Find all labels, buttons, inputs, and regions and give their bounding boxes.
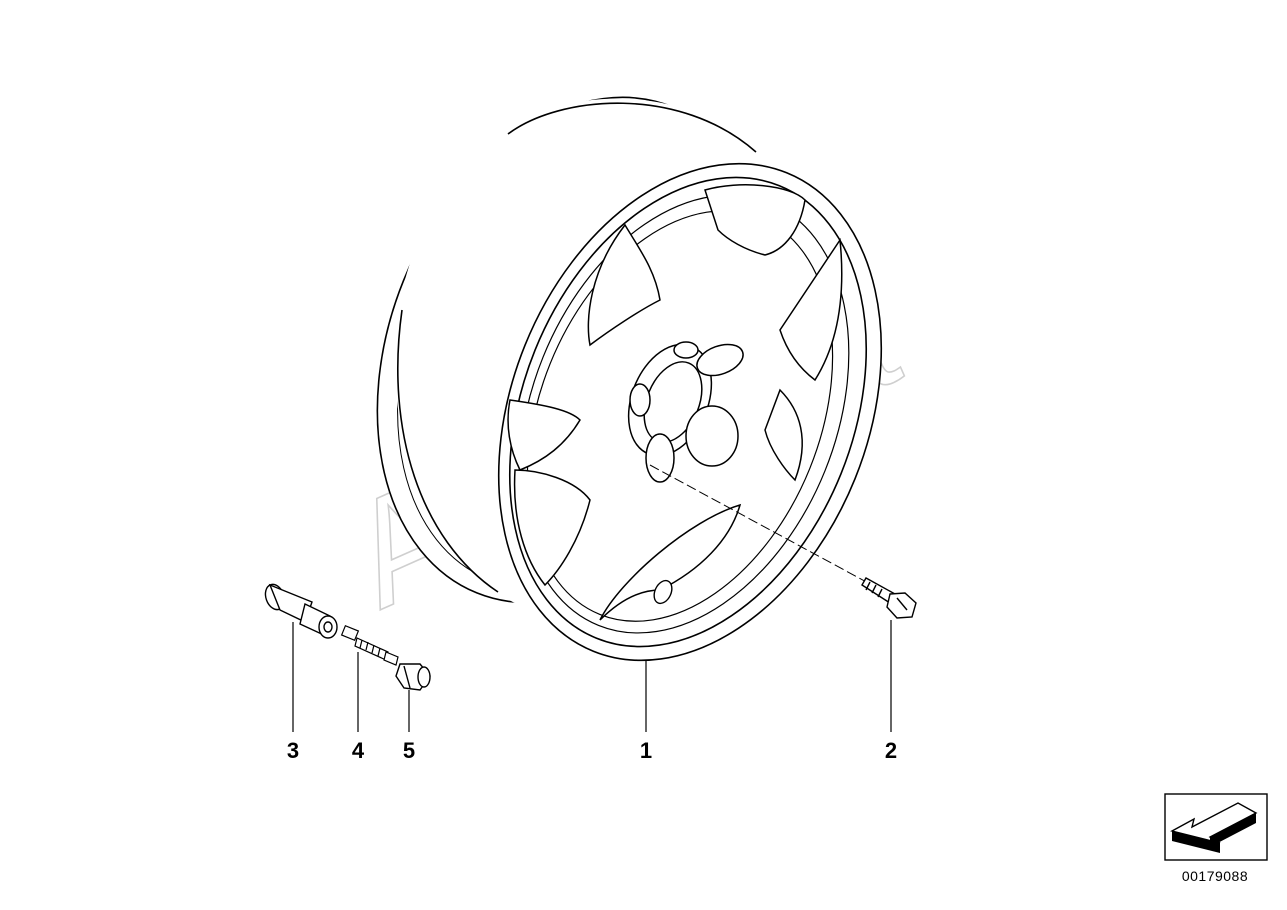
wheel-hub [627, 341, 744, 483]
valve-cap [395, 663, 431, 691]
callout-4: 4 [351, 738, 365, 763]
diagram-number: 00179088 [1181, 868, 1249, 884]
valve-stem [264, 583, 338, 639]
wheel-bolt [861, 577, 917, 619]
valve-hole [653, 579, 673, 605]
callout-5: 5 [402, 738, 416, 763]
leader-lines [292, 620, 892, 732]
callout-3: 3 [286, 738, 300, 763]
axis-line [649, 464, 873, 586]
callout-2: 2 [884, 738, 898, 763]
arrow-down-left-icon[interactable] [1164, 793, 1268, 861]
callout-1: 1 [639, 738, 653, 763]
valve-core [340, 624, 399, 666]
wheel-spoke-windows [507, 184, 843, 621]
